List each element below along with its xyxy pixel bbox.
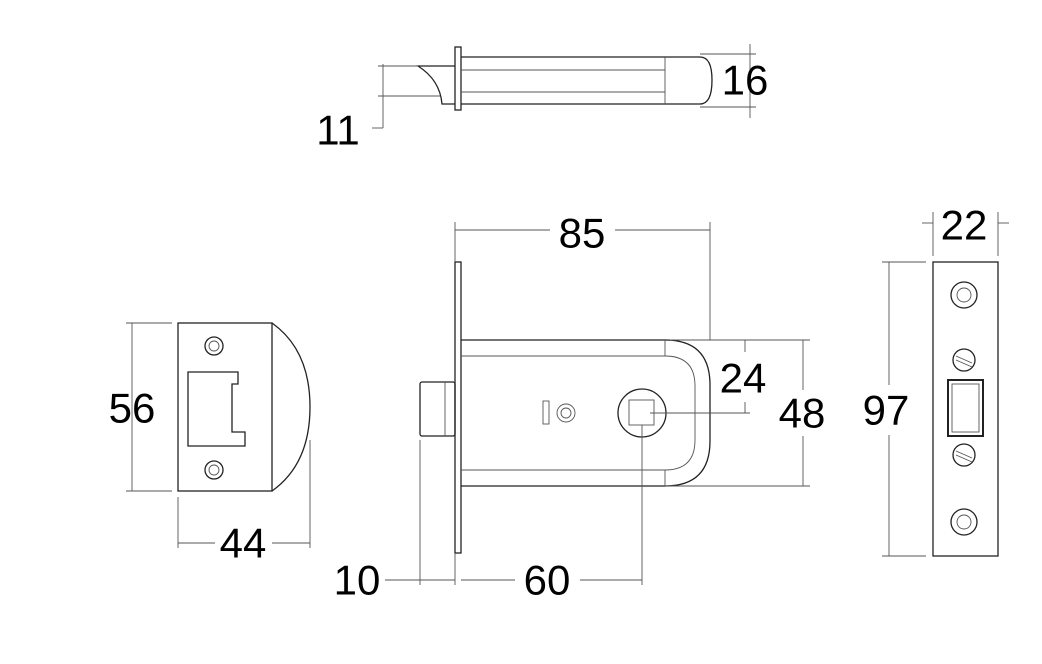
dim-faceplate-height: 97 [863, 387, 910, 434]
dim-strike-height: 56 [109, 385, 156, 432]
dim-overall-length: 85 [559, 210, 606, 257]
strike-plate: 56 44 [109, 322, 311, 567]
dim-faceplate-offset: 10 [334, 557, 381, 604]
latch-side-view: 85 24 48 10 60 [334, 210, 826, 604]
dim-backset: 60 [524, 557, 571, 604]
dim-strike-width: 44 [220, 520, 267, 567]
dim-bolt-projection: 11 [316, 107, 360, 154]
dim-case-half-height: 24 [720, 355, 767, 402]
dim-bolt-diameter: 16 [722, 57, 769, 104]
dim-faceplate-width: 22 [941, 202, 988, 249]
bolt-top-view: 11 16 [316, 44, 768, 154]
faceplate-front-view: 97 22 [863, 202, 1009, 557]
dim-case-height: 48 [779, 390, 826, 437]
